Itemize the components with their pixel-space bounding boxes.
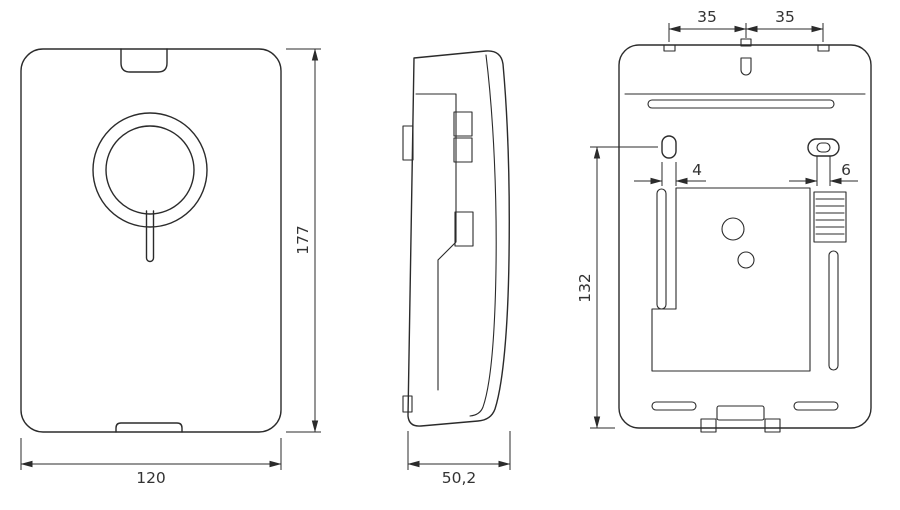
dial-inner-circle — [105, 125, 195, 215]
back-bottom-slot-left — [651, 401, 697, 411]
back-top-center-tab — [740, 38, 752, 47]
ext-lines-right-slot — [816, 156, 831, 186]
back-bottom-slot-right — [793, 401, 839, 411]
dial-outer-circle — [92, 112, 208, 228]
side-faceplate-line — [469, 54, 497, 417]
ext-lines-left-slot — [661, 162, 677, 186]
back-mount-slot-right — [807, 138, 840, 157]
back-top-left-boss — [663, 44, 676, 52]
back-mount-slot-right-inner — [816, 142, 831, 153]
dim-label-left-slot-width: 4 — [692, 161, 702, 179]
back-hook-slot — [740, 57, 752, 76]
dim-back-left-slot-width: 4 — [634, 161, 706, 186]
side-bottom-clip — [402, 395, 413, 413]
side-view: 50,2 — [402, 50, 511, 487]
side-backplate-line — [415, 93, 457, 391]
dim-label-front-height: 177 — [294, 225, 312, 255]
back-mount-hole-left — [661, 135, 677, 159]
front-bottom-slot — [115, 422, 183, 433]
dim-front-width: 120 — [20, 438, 282, 487]
back-body-outline — [618, 44, 872, 429]
back-foot-tab-right — [764, 418, 781, 433]
dim-label-hole-spacing-left: 35 — [697, 8, 717, 26]
dim-label-hole-spacing-right: 35 — [775, 8, 795, 26]
ext-lines-front-width — [20, 438, 282, 470]
back-top-slot — [647, 99, 835, 109]
side-terminal-block-upper — [453, 111, 473, 137]
back-top-right-boss — [817, 44, 830, 52]
side-mount-clip — [402, 125, 414, 161]
back-slot-left — [656, 188, 667, 310]
dial-pointer-stem — [145, 210, 155, 263]
side-terminal-block-middle — [453, 137, 473, 163]
front-top-notch — [120, 48, 168, 73]
side-terminal-block-lower — [454, 211, 474, 247]
back-terminal-ribs-outline — [813, 191, 847, 243]
back-screw-hole-small — [737, 251, 755, 269]
ext-lines-mounting-height — [590, 146, 658, 429]
back-foot-tab-left — [700, 418, 717, 433]
dim-back-mounting-height: 132 — [576, 146, 658, 429]
dim-label-mounting-height: 132 — [576, 273, 594, 303]
back-terminal-ribs — [815, 198, 845, 235]
side-body-outline — [407, 50, 510, 427]
back-slot-right — [828, 250, 839, 371]
back-screw-hole-large — [721, 217, 745, 241]
dim-back-hole-spacing: 35 35 — [668, 8, 824, 42]
dim-label-side-depth: 50,2 — [442, 469, 477, 487]
dim-label-right-slot-width: 6 — [841, 161, 851, 179]
back-bottom-center-detail — [716, 405, 765, 421]
back-view: 35 35 4 6 132 — [576, 8, 872, 433]
dim-side-depth: 50,2 — [407, 431, 511, 487]
dim-label-front-width: 120 — [136, 469, 166, 487]
front-body-outline — [20, 48, 282, 433]
front-view: 120 177 — [20, 48, 321, 487]
dim-back-right-slot-width: 6 — [789, 156, 858, 186]
back-compartment-outline — [651, 187, 811, 372]
dim-front-height: 177 — [286, 48, 321, 433]
